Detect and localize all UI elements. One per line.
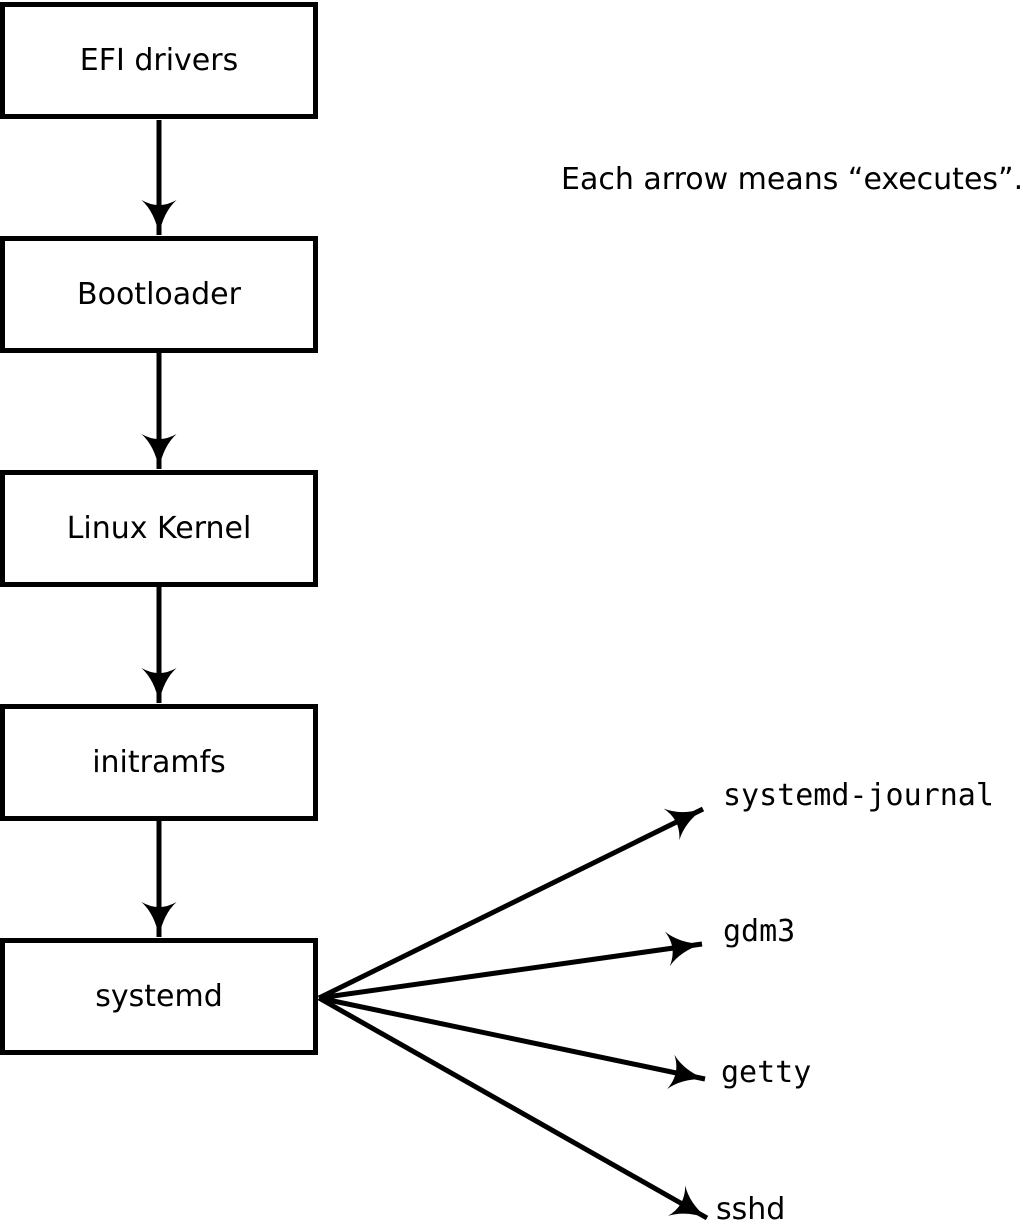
arrow-systemd-to-gdm3 <box>318 931 703 1001</box>
arrow-systemd-to-sshd <box>317 995 709 1221</box>
node-linux-kernel: Linux Kernel <box>0 470 318 587</box>
node-systemd: systemd <box>0 938 318 1055</box>
node-systemd-label: systemd <box>95 978 223 1014</box>
target-gdm3-label: gdm3 <box>723 914 796 949</box>
target-sshd-label: sshd <box>716 1192 786 1227</box>
node-bootloader-label: Bootloader <box>77 276 241 312</box>
node-linux-kernel-label: Linux Kernel <box>66 510 252 546</box>
diagram-caption: Each arrow means “executes”. <box>561 162 1023 197</box>
node-initramfs: initramfs <box>0 704 318 821</box>
node-efi-drivers-label: EFI drivers <box>79 42 239 78</box>
arrow-systemd-to-systemd-journal <box>317 806 705 1001</box>
node-initramfs-label: initramfs <box>92 744 226 780</box>
target-getty-label: getty <box>721 1055 812 1090</box>
node-bootloader: Bootloader <box>0 236 318 353</box>
node-efi-drivers: EFI drivers <box>0 2 318 119</box>
arrow-systemd-to-getty <box>318 995 706 1089</box>
target-systemd-journal-label: systemd-journal <box>723 778 994 813</box>
